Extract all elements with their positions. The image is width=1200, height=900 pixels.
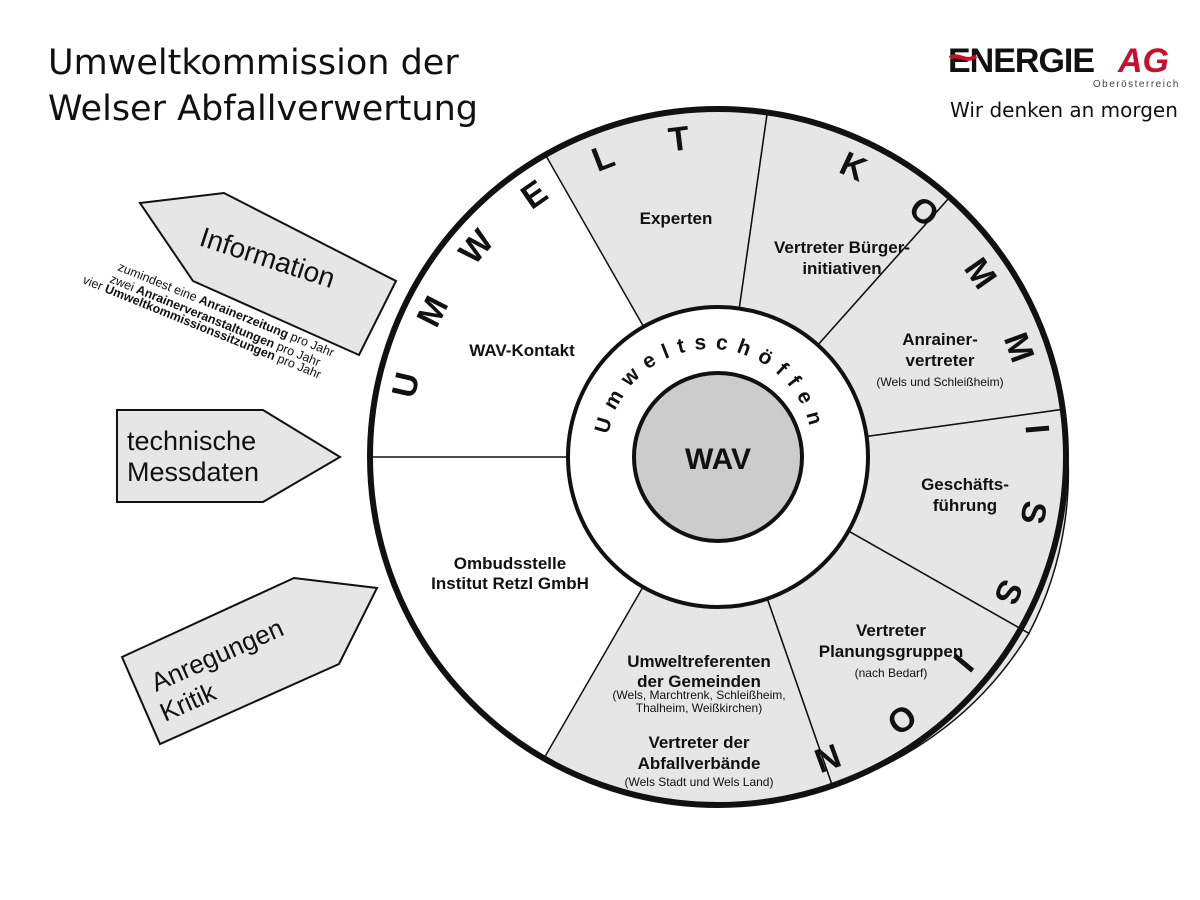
label-anrainer-note: (Wels und Schleißheim) — [876, 375, 1003, 389]
label-planung-note: (nach Bedarf) — [855, 666, 928, 680]
label-verbaende-note: (Wels Stadt und Wels Land) — [625, 775, 774, 789]
label-buerger-line1: Vertreter Bürger- — [774, 238, 910, 257]
label-planung-line1: Vertreter — [856, 621, 926, 640]
label-anrainer-line2: vertreter — [906, 351, 975, 370]
anregungen-arrow: Anregungen Kritik — [120, 576, 379, 746]
logo-region: Oberösterreich — [1093, 79, 1180, 90]
anregungen-arrow-shape — [120, 576, 379, 746]
messdaten-arrow: technische Messdaten — [116, 409, 342, 503]
label-ombuds-line2: Institut Retzl GmbH — [431, 574, 589, 593]
label-planung-line2: Planungsgruppen — [819, 642, 964, 661]
label-verbaende-line1: Vertreter der — [648, 733, 749, 752]
outer-ring-letter-left-5: T — [666, 119, 691, 159]
label-referenten-note1: (Wels, Marchtrenk, Schleißheim, — [612, 688, 785, 702]
messdaten-line2: Messdaten — [127, 457, 259, 487]
label-referenten-line1: Umweltreferenten — [627, 652, 771, 671]
label-ombuds-line1: Ombudsstelle — [454, 554, 566, 573]
title-line-1: Umweltkommission der — [48, 43, 459, 83]
logo-brand-main: ENERGIE — [948, 42, 1094, 80]
wav-center-circle — [632, 371, 804, 543]
information-arrow-shape — [138, 191, 398, 357]
label-experten: Experten — [640, 209, 713, 228]
label-wav-kontakt: WAV-Kontakt — [469, 341, 575, 360]
label-buerger-line2: initiativen — [802, 259, 881, 278]
messdaten-arrow-shape — [116, 409, 342, 503]
label-anrainer-line1: Anrainer- — [902, 330, 978, 349]
energie-ag-logo: ENERGIE AG Oberösterreich — [948, 42, 1180, 90]
label-referenten-line2: der Gemeinden — [637, 672, 761, 691]
label-gf-line2: führung — [933, 496, 997, 515]
information-arrow: Information zumindest eine Anrainerzeitu… — [81, 191, 398, 382]
logo-swoosh-icon — [948, 54, 978, 61]
label-referenten-note2: Thalheim, Weißkirchen) — [636, 701, 762, 715]
title-line-2: Welser Abfallverwertung — [48, 89, 478, 129]
label-verbaende-line2: Abfallverbände — [638, 754, 761, 773]
segment-labels: Experten Vertreter Bürger- initiativen A… — [431, 209, 1009, 789]
outer-ring — [367, 106, 1069, 808]
label-gf-line1: Geschäfts- — [921, 475, 1009, 494]
logo-brand-ag: AG — [1117, 42, 1169, 80]
center-label: WAV — [685, 443, 751, 476]
outer-ring-letter-right-4: I — [1017, 423, 1056, 436]
messdaten-line1: technische — [127, 426, 256, 456]
page-title: Umweltkommission der Welser Abfallverwer… — [48, 40, 478, 132]
logo-tagline: Wir denken an morgen — [950, 98, 1178, 122]
